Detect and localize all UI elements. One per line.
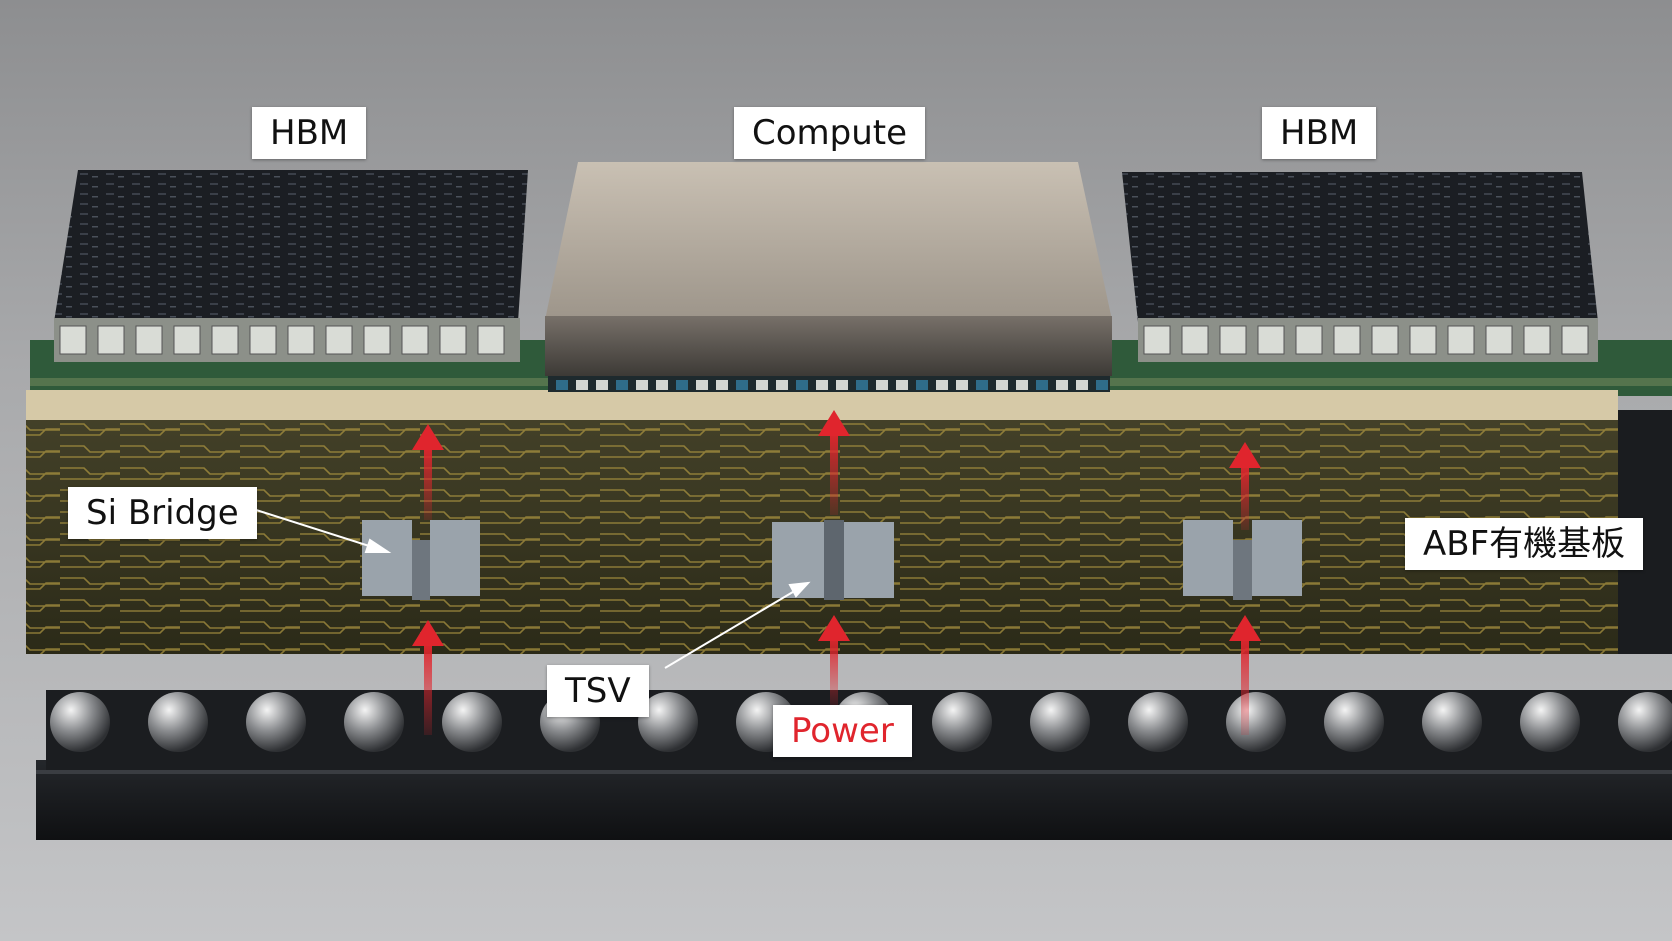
abf-substrate-label: ABF有機基板 [1405, 518, 1644, 570]
hbm-pad [59, 325, 87, 355]
solder-ball [1030, 692, 1090, 752]
compute-bump [956, 380, 968, 390]
compute-label: Compute [734, 107, 926, 159]
power-arrow-shaft [830, 635, 838, 705]
hbm-pad [439, 325, 467, 355]
leader-lines [249, 507, 811, 669]
hbm-left-label: HBM [252, 107, 367, 159]
solder-ball [1324, 692, 1384, 752]
hbm-pad [1257, 325, 1285, 355]
hbm-pad [287, 325, 315, 355]
compute-bump [616, 380, 628, 390]
hbm-pad [135, 325, 163, 355]
power-arrow-head [412, 620, 444, 646]
compute-bump [656, 380, 668, 390]
hbm-pad [1447, 325, 1475, 355]
hbm-stack-right [1122, 172, 1598, 362]
hbm-pad [477, 325, 505, 355]
power-arrow-shaft [1241, 635, 1249, 735]
hbm-pad [1295, 325, 1323, 355]
hbm-pad [325, 325, 353, 355]
compute-bump [676, 380, 688, 390]
compute-bump [836, 380, 848, 390]
compute-bump [996, 380, 1008, 390]
compute-bump [716, 380, 728, 390]
solder-balls [50, 692, 1672, 752]
solder-ball [148, 692, 208, 752]
compute-bump [596, 380, 608, 390]
hbm-pad [1523, 325, 1551, 355]
hbm-pad [173, 325, 201, 355]
solder-ball [1520, 692, 1580, 752]
hbm-pad [1561, 325, 1589, 355]
compute-bump [896, 380, 908, 390]
hbm-pad [401, 325, 429, 355]
compute-bump [1056, 380, 1068, 390]
si-bridge-right [1183, 520, 1302, 600]
hbm-pad [1143, 325, 1171, 355]
compute-bump [756, 380, 768, 390]
compute-bump [1036, 380, 1048, 390]
hbm-pad [1409, 325, 1437, 355]
compute-bump [856, 380, 868, 390]
power-arrow-head [818, 615, 850, 641]
hbm-pad [363, 325, 391, 355]
hbm-pad [1181, 325, 1209, 355]
power-arrow-head [1229, 615, 1261, 641]
compute-bump [736, 380, 748, 390]
compute-bump [556, 380, 568, 390]
power-arrows [412, 410, 1261, 735]
si-bridge-center [772, 520, 894, 600]
solder-ball [932, 692, 992, 752]
compute-bump [1096, 380, 1108, 390]
power-arrow-shaft [830, 430, 838, 515]
solder-ball [638, 692, 698, 752]
compute-bump [976, 380, 988, 390]
solder-ball [1618, 692, 1672, 752]
solder-ball [50, 692, 110, 752]
power-arrow-head [412, 424, 444, 450]
hbm-pad [1219, 325, 1247, 355]
power-label: Power [773, 705, 912, 757]
hbm-pad [249, 325, 277, 355]
hbm-stack-left [54, 170, 528, 362]
compute-bump [876, 380, 888, 390]
compute-bump [636, 380, 648, 390]
solder-ball [1226, 692, 1286, 752]
compute-bump [1076, 380, 1088, 390]
hbm-pad [1371, 325, 1399, 355]
tsv-label: TSV [547, 665, 649, 717]
solder-ball [344, 692, 404, 752]
hbm-pad [1485, 325, 1513, 355]
compute-bump [696, 380, 708, 390]
compute-bump [936, 380, 948, 390]
compute-bump [796, 380, 808, 390]
compute-die [545, 162, 1112, 392]
solder-ball [1422, 692, 1482, 752]
power-arrow-shaft [1241, 462, 1249, 530]
solder-ball [1128, 692, 1188, 752]
power-arrow-head [818, 410, 850, 436]
compute-bump [1016, 380, 1028, 390]
hbm-pad [97, 325, 125, 355]
hbm-right-label: HBM [1262, 107, 1377, 159]
power-arrow-shaft [424, 640, 432, 735]
compute-bump [916, 380, 928, 390]
solder-ball [442, 692, 502, 752]
hbm-pad [211, 325, 239, 355]
compute-bump [576, 380, 588, 390]
si-bridge-label: Si Bridge [68, 487, 257, 539]
compute-bump [816, 380, 828, 390]
power-arrow-head [1229, 442, 1261, 468]
power-arrow-shaft [424, 444, 432, 520]
solder-ball [246, 692, 306, 752]
si-bridge-left [362, 520, 480, 600]
compute-bump [776, 380, 788, 390]
hbm-pad [1333, 325, 1361, 355]
